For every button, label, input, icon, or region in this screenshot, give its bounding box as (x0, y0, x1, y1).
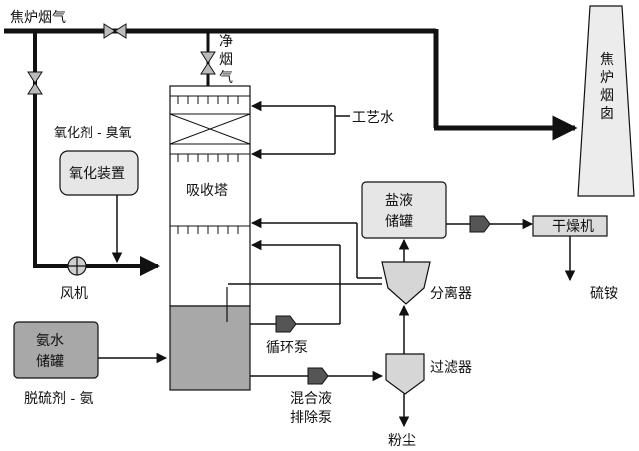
salt-tank-label-1: 盐液 (385, 193, 413, 209)
separator-return-lines (228, 217, 382, 285)
clean-gas-label-1: 净 (219, 34, 233, 50)
clean-gas-label-2: 烟 (219, 52, 233, 68)
absorption-tower (169, 85, 251, 391)
chimney-label-4: 囱 (600, 106, 614, 122)
chimney (577, 5, 635, 197)
oxidation-device (59, 150, 139, 196)
coke-oven-gas-label: 焦炉烟气 (10, 10, 66, 26)
chimney-label-2: 炉 (600, 70, 614, 86)
oxidant-label: 氧化剂 - 臭氧 (54, 126, 132, 141)
main-gas-line (4, 28, 578, 141)
salt-to-dryer-line (446, 215, 534, 233)
oxidation-device-label: 氧化装置 (69, 166, 125, 182)
circulation-loop (250, 239, 341, 333)
fan-icon (67, 256, 87, 276)
fan-label: 风机 (60, 286, 88, 302)
circulation-pump-label: 循环泵 (266, 340, 308, 356)
process-water-label: 工艺水 (352, 110, 394, 126)
ammonia-tank-label-1: 氨水 (36, 333, 64, 349)
salt-tank-label-2: 储罐 (385, 214, 413, 230)
ammonia-tank (13, 321, 99, 379)
dust-label: 粉尘 (388, 433, 416, 449)
clean-gas-valve-icon (200, 51, 216, 75)
separator-label: 分离器 (430, 285, 472, 302)
absorption-tower-label: 吸收塔 (186, 183, 228, 199)
mixed-pump-label-2: 排除泵 (290, 410, 332, 426)
ammonia-tank-label-2: 储罐 (36, 354, 64, 370)
bypass-valve-icon (27, 71, 43, 95)
filter-label: 过滤器 (430, 360, 472, 376)
separator (381, 261, 431, 305)
clean-gas-label-3: 气 (219, 70, 233, 86)
main-line-valve-icon (103, 23, 127, 39)
salt-tank (361, 181, 447, 239)
desulfurizer-label: 脱硫剂 - 氨 (24, 391, 94, 407)
process-water-lines (250, 100, 350, 160)
ammonium-sulfate-label: 硫铵 (590, 286, 618, 302)
bypass-line (33, 31, 160, 276)
mixed-pump-label-1: 混合液 (290, 391, 332, 407)
chimney-label-3: 烟 (600, 88, 614, 104)
filter (385, 353, 425, 395)
chimney-label-1: 焦 (600, 52, 614, 68)
discharge-line (250, 367, 384, 385)
dryer-label: 干燥机 (552, 219, 594, 235)
